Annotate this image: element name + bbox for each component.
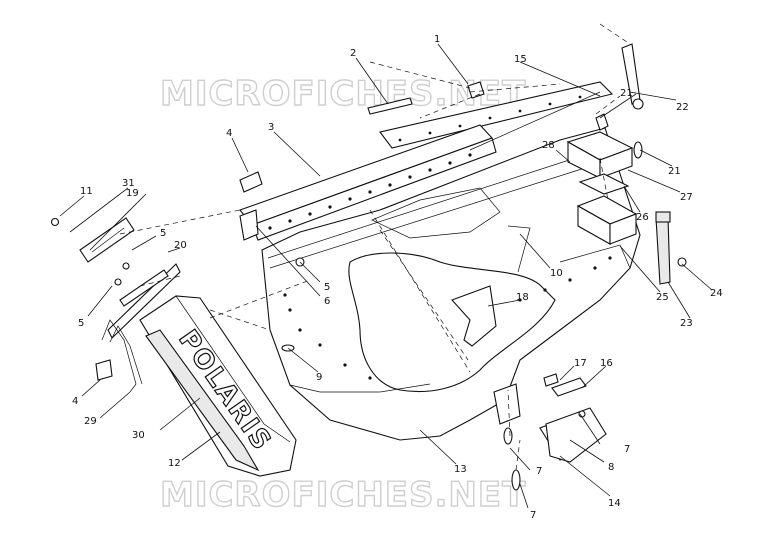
callout-9: 9	[316, 372, 322, 383]
leader-lines	[59, 43, 713, 509]
battery-tray-25	[576, 195, 638, 245]
callout-23: 23	[680, 318, 693, 329]
callout-24: 24	[710, 288, 723, 299]
top-rail	[239, 81, 614, 241]
callout-8: 8	[608, 462, 614, 473]
strut-22	[621, 43, 644, 110]
callout-2: 2	[350, 48, 356, 59]
rail-holes	[268, 95, 612, 380]
callout-1: 1	[434, 34, 440, 45]
callout-17: 17	[574, 358, 587, 369]
strip-2	[367, 97, 413, 115]
callout-29: 29	[84, 416, 97, 427]
battery-box-top-27	[566, 131, 634, 179]
callout-7-a: 7	[624, 444, 630, 455]
callout-6: 6	[324, 296, 330, 307]
callout-27: 27	[680, 192, 693, 203]
strap-23	[655, 211, 671, 285]
callout-28: 28	[542, 140, 555, 151]
fastener-6	[239, 209, 259, 241]
bracket-19	[79, 217, 135, 263]
callout-4-left: 4	[72, 396, 78, 407]
clip-4-top	[239, 171, 263, 193]
clip-4-left	[95, 359, 113, 381]
screw-11	[50, 217, 60, 227]
clip-17	[543, 373, 559, 387]
callout-21-b: 21	[668, 166, 681, 177]
callout-31: 31	[122, 178, 135, 189]
strut-29	[101, 319, 143, 393]
screw-24	[677, 257, 687, 267]
callout-10: 10	[550, 268, 563, 279]
callout-5-a: 5	[160, 228, 166, 239]
rail-20	[107, 263, 181, 339]
callout-15: 15	[514, 54, 527, 65]
callout-5-c: 5	[324, 282, 330, 293]
callout-14: 14	[608, 498, 621, 509]
bolt-21	[595, 113, 643, 159]
callout-22: 22	[676, 102, 689, 113]
callout-26: 26	[636, 212, 649, 223]
hood-cover-12	[139, 295, 297, 477]
callout-4-top: 4	[226, 128, 232, 139]
callout-labels: 1 2 3 4 4 5 5 5 6 7 7 7 8 9 10 11 12 13 …	[72, 34, 723, 521]
clip-16	[551, 377, 587, 397]
callout-30: 30	[132, 430, 145, 441]
bracket-18	[451, 285, 497, 347]
callout-5-b: 5	[78, 318, 84, 329]
callout-7-c: 7	[530, 510, 536, 521]
callout-19: 19	[126, 188, 139, 199]
assembly-lines	[119, 23, 631, 471]
callout-20: 20	[174, 240, 187, 251]
callout-25: 25	[656, 292, 669, 303]
bracket-8	[545, 407, 607, 463]
callout-12: 12	[168, 458, 181, 469]
pad-26	[578, 173, 630, 195]
callout-13: 13	[454, 464, 467, 475]
callout-3: 3	[268, 122, 274, 133]
callout-7-b: 7	[536, 466, 542, 477]
callout-21-a: 21	[620, 88, 633, 99]
body-panel	[261, 127, 641, 441]
rod-10	[507, 225, 531, 273]
callout-18: 18	[516, 292, 529, 303]
watermark-bottom: MICROFICHES.NET	[160, 475, 526, 515]
callout-16: 16	[600, 358, 613, 369]
callout-11: 11	[80, 186, 93, 197]
